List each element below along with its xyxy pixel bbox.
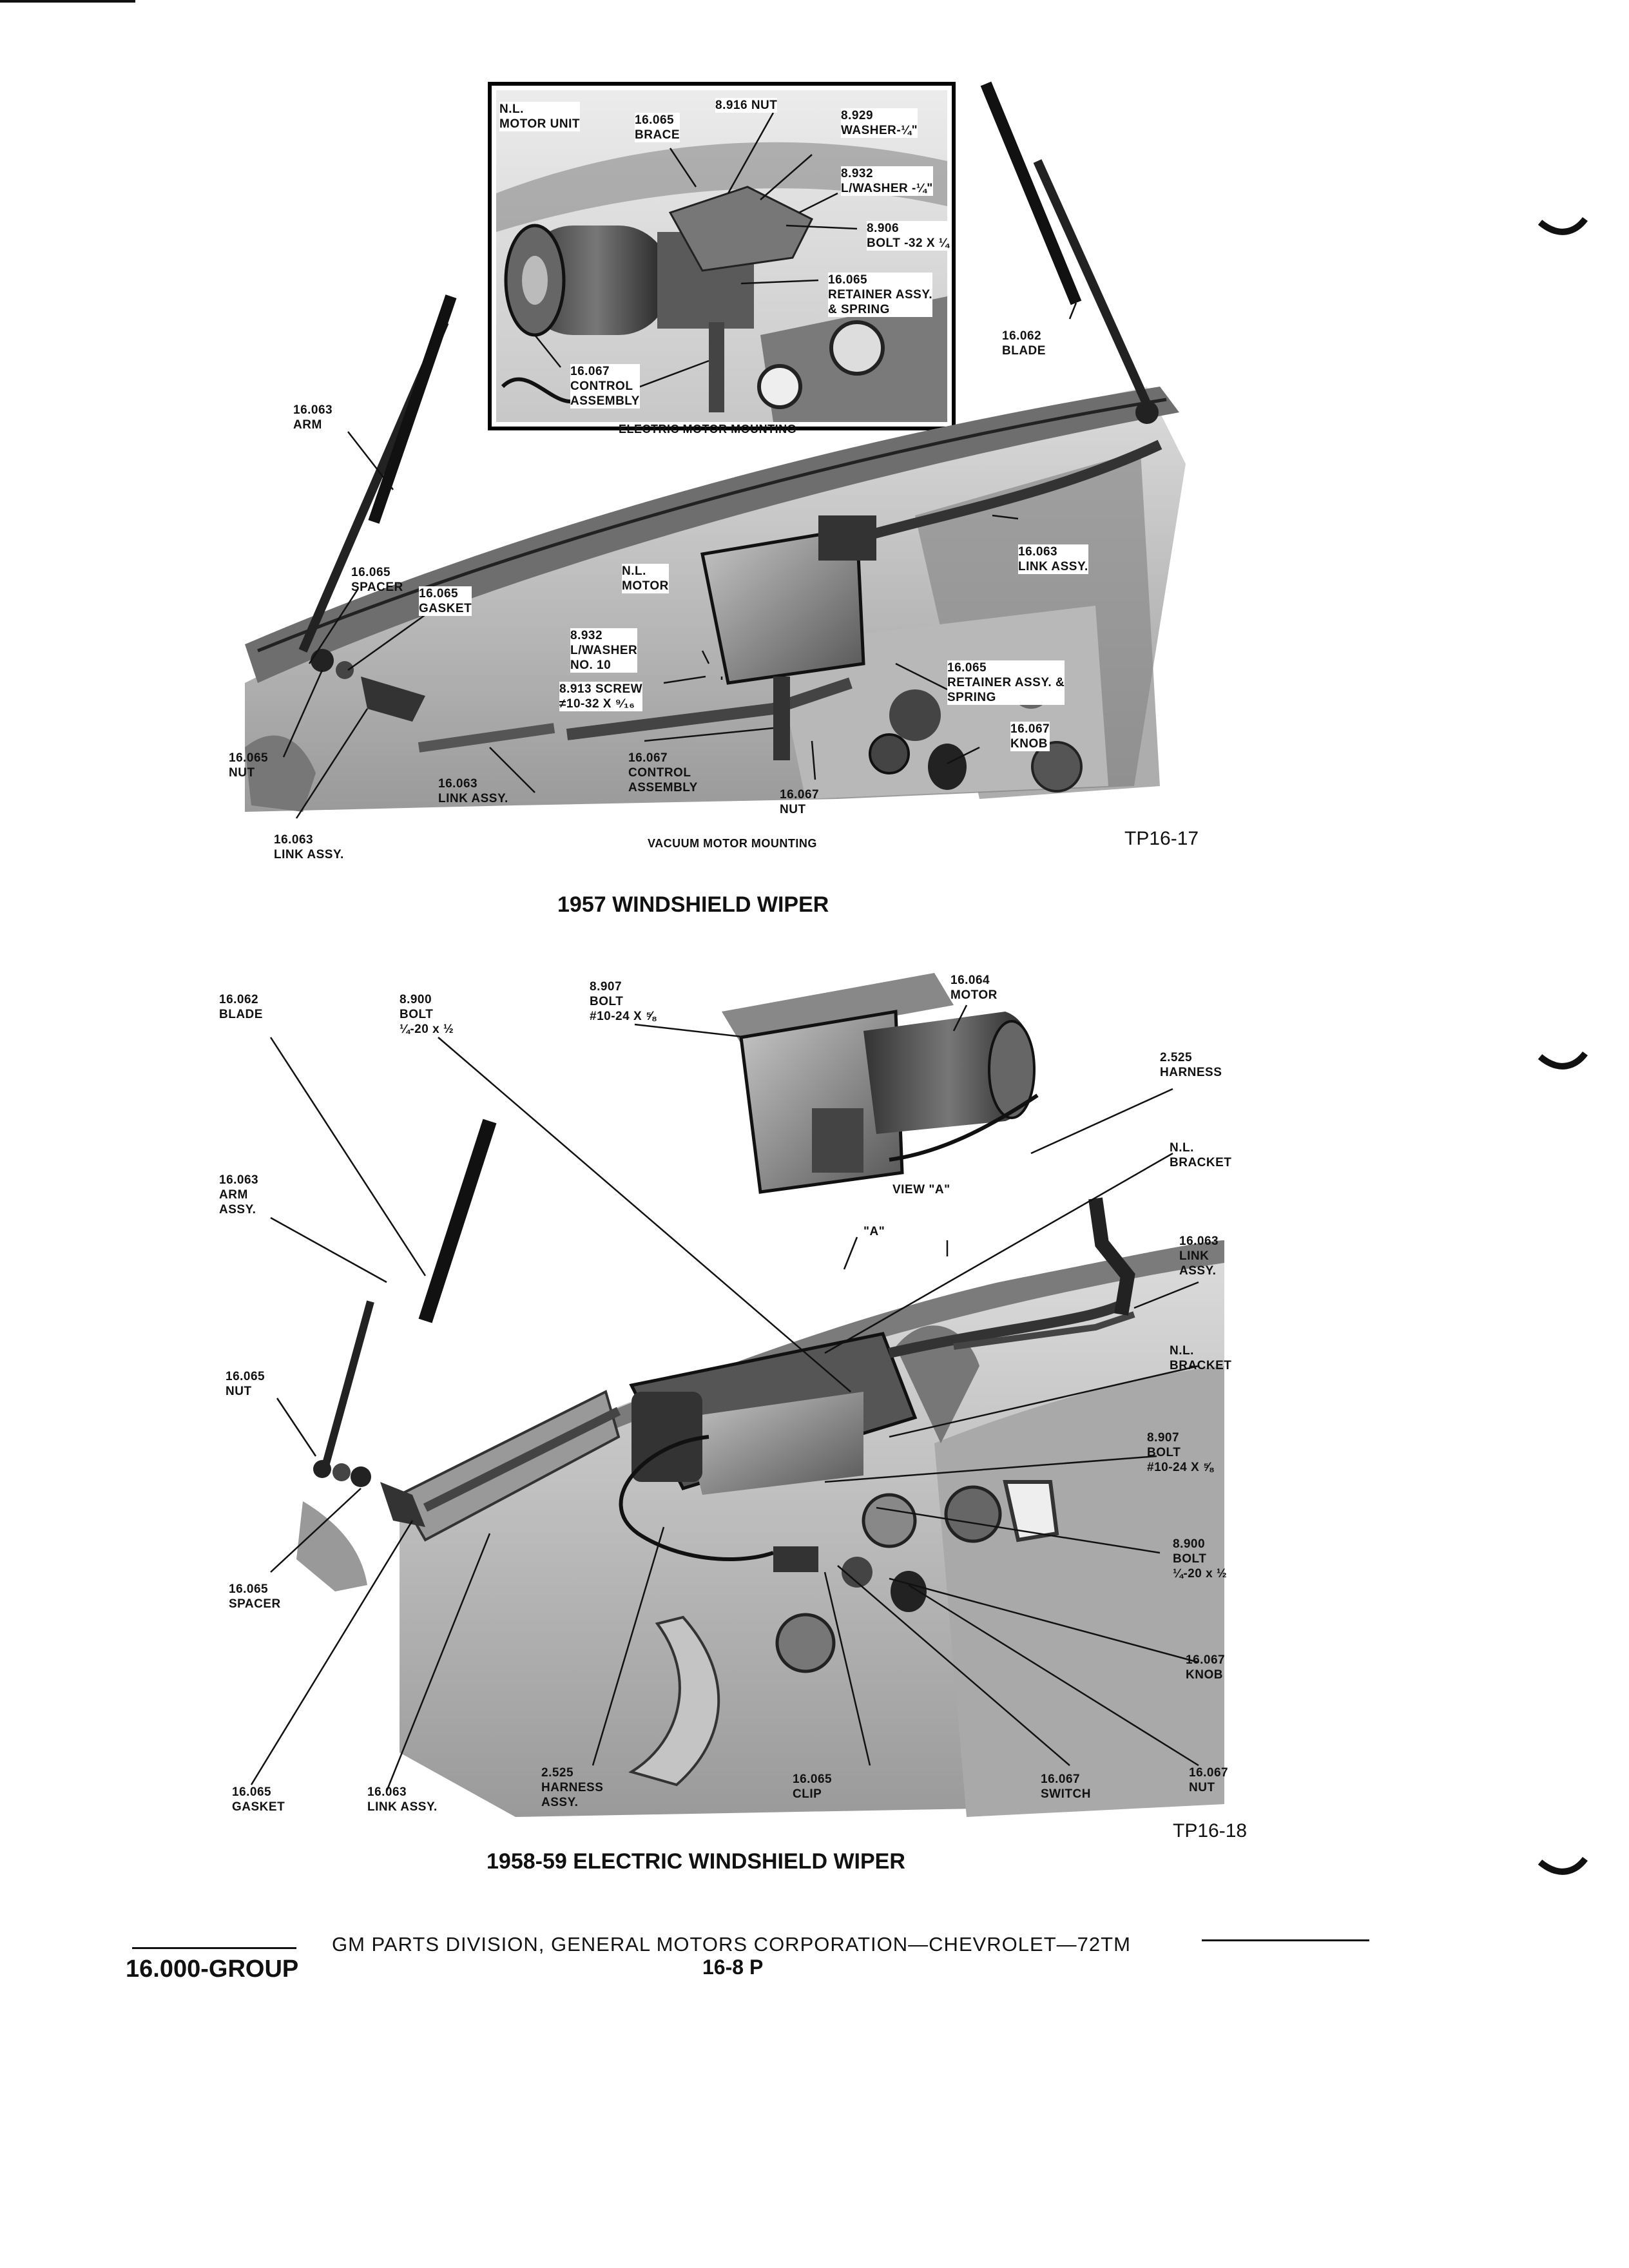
footer-publisher: GM PARTS DIVISION, GENERAL MOTORS CORPOR…	[332, 1933, 1131, 1956]
label-1957-lwasher: 8.932 L/WASHER NO. 10	[570, 628, 638, 673]
label-1957-gasket: 16.065 GASKET	[419, 586, 472, 616]
label-1957-link-assy-right: 16.063 LINK ASSY.	[1018, 544, 1088, 574]
label-1958-bolt-lower-right: 8.900 BOLT ¼-20 x ½	[1173, 1537, 1228, 1581]
label-1958-bracket-top: N.L. BRACKET	[1170, 1141, 1232, 1169]
label-1958-arm-assy: 16.063 ARM ASSY.	[219, 1173, 259, 1216]
label-motor-unit-inset: N.L. MOTOR UNIT	[499, 102, 580, 131]
label-bolt-inset: 8.906 BOLT -32 x ¼	[867, 221, 950, 251]
label-control-inset: 16.067 CONTROL ASSEMBLY	[570, 364, 640, 408]
label-1958-harness-assy: 2.525 HARNESS ASSY.	[541, 1766, 604, 1809]
label-1957-knob: 16.067 KNOB	[1010, 722, 1050, 751]
figure-title-1957: 1957 WINDSHIELD WIPER	[557, 892, 829, 917]
label-1958-bolt-view-a: 8.907 BOLT #10-24 x ⅝	[590, 980, 657, 1023]
label-1958-bolt-right: 8.907 BOLT #10-24 x ⅝	[1147, 1431, 1214, 1474]
label-1958-switch: 16.067 SWITCH	[1041, 1773, 1091, 1801]
label-1958-gasket: 16.065 GASKET	[232, 1785, 285, 1814]
label-1958-motor: 16.064 MOTOR	[950, 974, 998, 1002]
label-1958-nut-left: 16.065 NUT	[226, 1370, 265, 1398]
label-1958-bolt-top: 8.900 BOLT ¼-20 x ½	[400, 993, 454, 1036]
scan-top-edge-line	[0, 0, 135, 3]
label-1958-harness: 2.525 HARNESS	[1160, 1051, 1222, 1079]
label-1958-clip: 16.065 CLIP	[793, 1773, 833, 1801]
label-nut-inset: 8.916 NUT	[715, 98, 778, 113]
label-1957-control: 16.067 CONTROL ASSEMBLY	[628, 751, 698, 794]
label-view-a: VIEW "A"	[892, 1183, 950, 1196]
footer-rule-left	[132, 1947, 296, 1949]
label-1957-spacer: 16.065 SPACER	[351, 566, 403, 594]
label-1958-spacer: 16.065 SPACER	[229, 1582, 281, 1611]
label-brace-inset: 16.065 BRACE	[635, 113, 680, 142]
figure-ref-1958: TP16-18	[1173, 1820, 1248, 1841]
caption-electric-motor-mounting: ELECTRIC MOTOR MOUNTING	[619, 423, 797, 436]
label-1957-arm: 16.063 ARM	[293, 403, 333, 432]
label-1958-knob: 16.067 KNOB	[1186, 1653, 1226, 1682]
footer-group: 16.000-GROUP	[126, 1956, 299, 1983]
label-lwasher-inset: 8.932 L/WASHER -¼"	[841, 166, 933, 196]
figure-ref-1957: TP16-17	[1124, 828, 1199, 849]
label-1958-link-assy-right: 16.063 LINK ASSY.	[1179, 1235, 1219, 1278]
footer-rule-right	[1202, 1939, 1369, 1941]
label-1958-bracket-mid: N.L. BRACKET	[1170, 1344, 1232, 1372]
label-1957-nut-control: 16.067 NUT	[780, 788, 820, 816]
label-1958-blade: 16.062 BLADE	[219, 993, 263, 1021]
leader-lines-1958	[250, 1004, 1199, 1792]
illustration-1957-main	[245, 81, 1186, 812]
label-1957-screw: 8.913 SCREW ≠10-32 x ⁹⁄₁₆	[559, 682, 643, 711]
view-a-motor-illustration	[722, 973, 1039, 1194]
label-1957-link-assy-left: 16.063 LINK ASSY.	[274, 833, 344, 861]
figure-title-1958: 1958-59 ELECTRIC WINDSHIELD WIPER	[487, 1849, 905, 1874]
label-1958-link-assy-lower: 16.063 LINK ASSY.	[367, 1785, 438, 1814]
label-view-a-marker: "A"	[863, 1225, 885, 1238]
label-retainer-inset: 16.065 RETAINER ASSY. & SPRING	[828, 273, 933, 317]
label-1958-nut-right: 16.067 NUT	[1189, 1766, 1229, 1794]
caption-vacuum-motor-mounting: VACUUM MOTOR MOUNTING	[648, 837, 817, 850]
label-1957-link-assy-mid: 16.063 LINK ASSY.	[438, 777, 508, 805]
footer-page-number: 16-8 P	[702, 1956, 764, 1979]
label-1957-retainer: 16.065 RETAINER ASSY. & SPRING	[947, 660, 1065, 705]
label-1957-motor: N.L. MOTOR	[622, 564, 669, 593]
label-washer-inset: 8.929 WASHER-¼"	[841, 108, 918, 138]
leader-lines-1957	[282, 112, 1077, 819]
illustration-1958-main	[296, 1119, 1224, 1817]
label-1957-nut-left: 16.065 NUT	[229, 751, 269, 780]
label-1957-blade: 16.062 BLADE	[1002, 329, 1046, 358]
